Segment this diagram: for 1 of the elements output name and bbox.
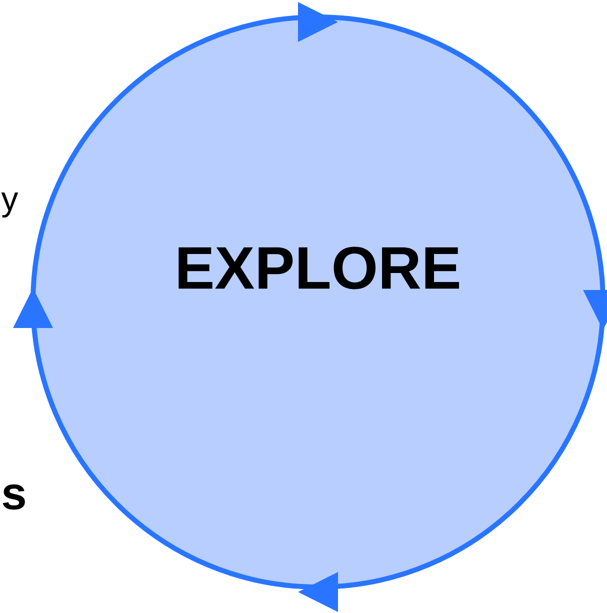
circle-node: EXPLORE <box>30 14 606 590</box>
